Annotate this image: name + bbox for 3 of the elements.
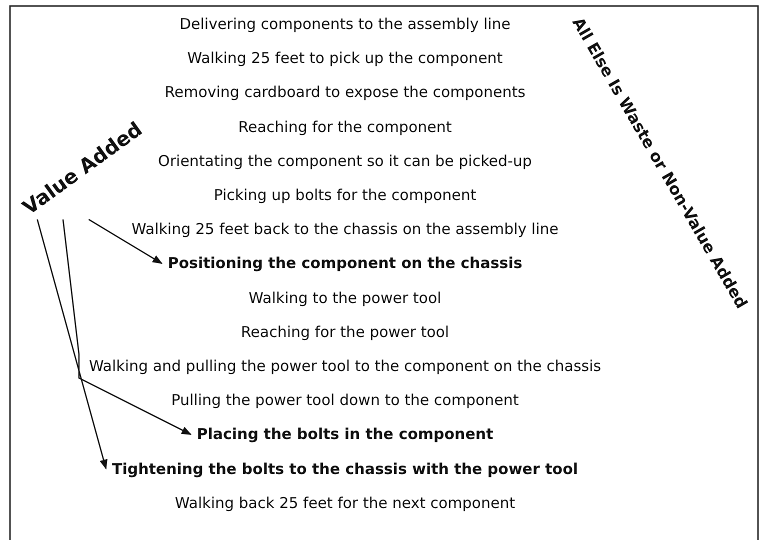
arrow bbox=[88, 218, 163, 264]
arrow bbox=[62, 219, 192, 435]
arrow bbox=[36, 219, 108, 470]
